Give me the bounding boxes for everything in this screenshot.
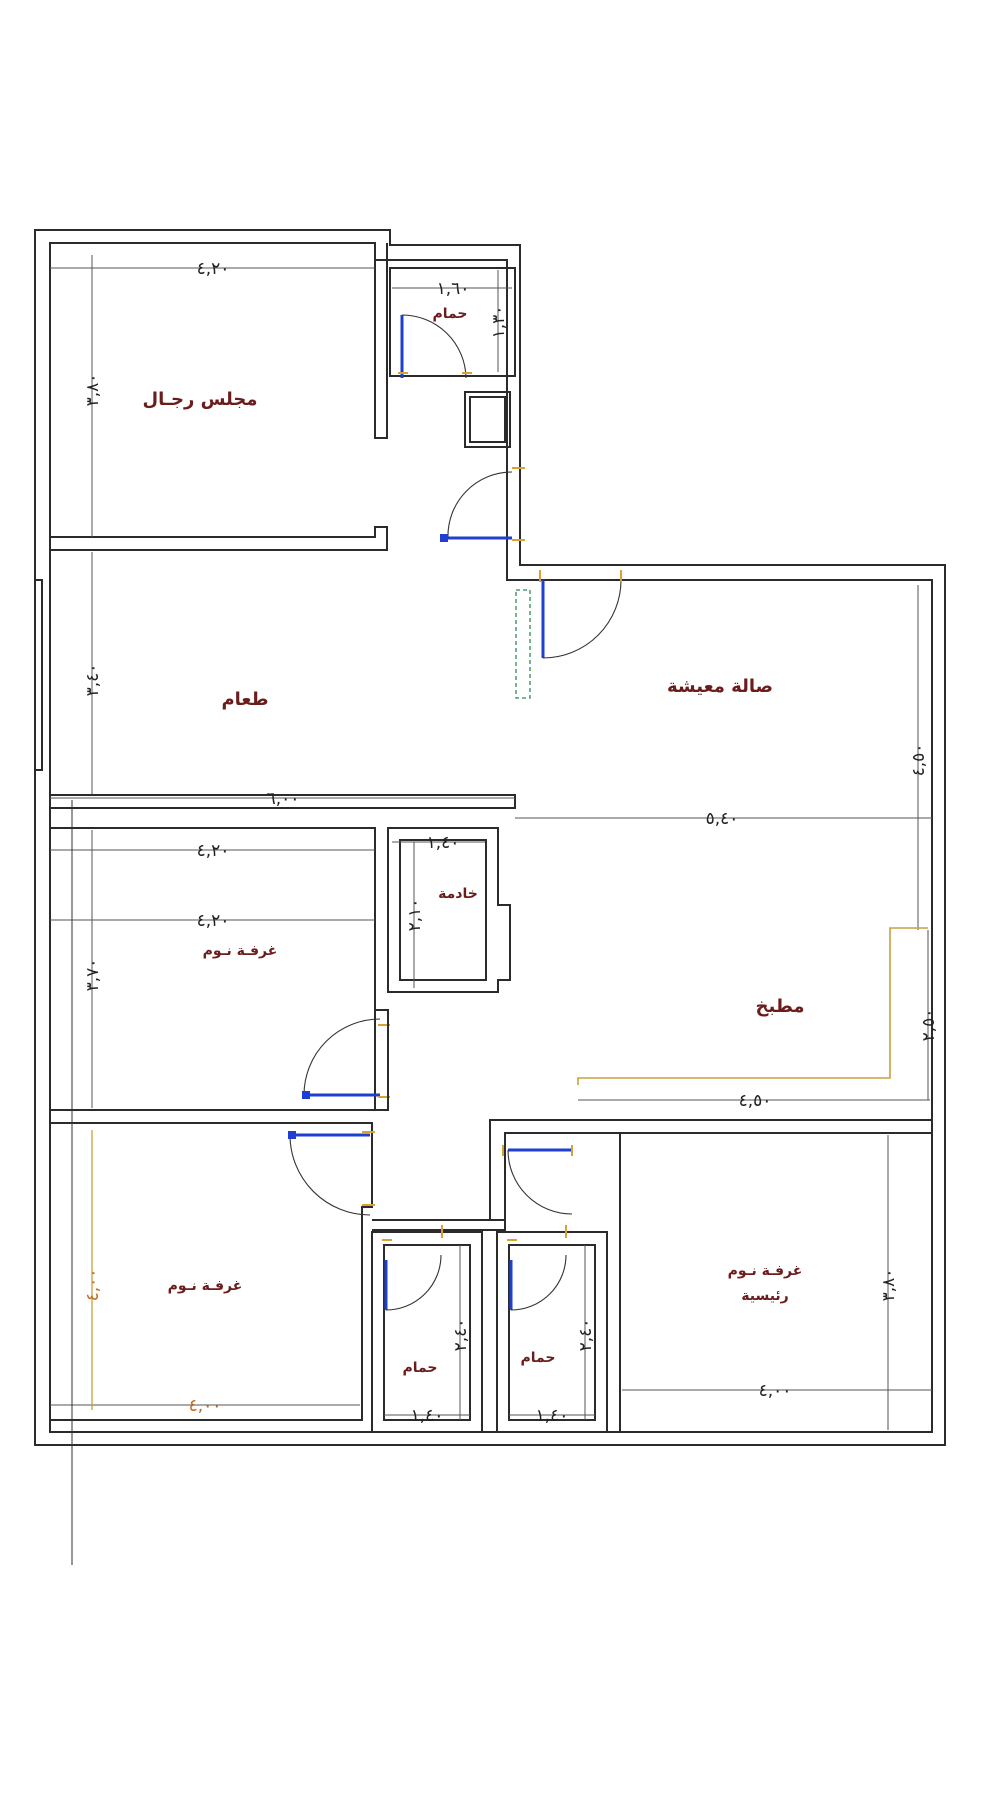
bedroom-2	[49, 800, 375, 1565]
bedroom-1	[49, 827, 390, 1111]
room-label-dining: طعام	[221, 689, 268, 710]
dim-kitchen-width: ٤,٥٠	[739, 1091, 772, 1111]
dim-bath-left-height: ٢,٤٠	[451, 1319, 471, 1352]
dim-living-width: ٥,٤٠	[706, 809, 739, 829]
dim-bath-left-width: ١,٤٠	[411, 1406, 444, 1426]
room-label-bath-right: حمام	[521, 1350, 556, 1366]
dim-master-width: ٤,٠٠	[759, 1381, 792, 1401]
dim-bath-right-width: ١,٤٠	[536, 1406, 569, 1426]
master-bedroom	[619, 1132, 933, 1433]
dim-dining-height: ٣,٤٠	[83, 664, 103, 697]
dim-majlis-height: ٣,٨٠	[83, 374, 103, 407]
dining-room	[35, 552, 516, 809]
room-label-living: صالة معيشة	[667, 676, 773, 697]
room-label-bedroom-2: غرفـة نـوم	[168, 1278, 243, 1294]
door-living	[515, 570, 622, 699]
room-label-bath-top: حمام	[433, 306, 468, 322]
maid-room	[387, 827, 511, 993]
room-label-master-line2: رئيسية	[741, 1288, 788, 1304]
room-label-kitchen: مطبخ	[756, 996, 805, 1017]
dim-majlis-width: ٤,٢٠	[197, 259, 230, 279]
dim-bed1-width-b: ٤,٢٠	[197, 911, 230, 931]
dim-master-height: ٣,٨٠	[879, 1269, 899, 1302]
outer-walls	[34, 229, 946, 1446]
dim-bed1-height: ٣,٧٠	[83, 959, 103, 992]
room-label-bath-left: حمام	[403, 1360, 438, 1376]
dim-bed1-width-a: ٤,٢٠	[197, 841, 230, 861]
kitchen	[489, 927, 933, 1221]
dim-kitchen-height: ٢,٥٠	[919, 1009, 939, 1042]
dim-bed2-width: ٤,٠٠	[189, 1396, 222, 1416]
dim-total-600: ٦,٠٠	[267, 789, 300, 809]
living-room	[515, 585, 932, 930]
corridor-walls	[372, 1009, 506, 1231]
bath-top	[389, 267, 516, 448]
dim-living-height: ٤,٥٠	[909, 744, 929, 777]
dim-bed2-height: ٤,٠٠	[83, 1269, 103, 1302]
room-label-master-line1: غرفـة نـوم	[728, 1263, 803, 1279]
dim-bath-right-height: ٢,٤٠	[576, 1319, 596, 1352]
bath-right	[496, 1145, 608, 1433]
dim-maid-height: ٢,١٠	[405, 899, 425, 932]
door-corridor-upper	[440, 467, 525, 542]
dim-bath-top-height: ١,٣٠	[489, 306, 509, 339]
bath-left	[371, 1225, 483, 1433]
room-label-majlis: مجلس رجـال	[142, 389, 257, 410]
dim-maid-width: ١,٤٠	[427, 833, 460, 853]
room-label-bedroom-1: غرفـة نـوم	[203, 943, 278, 959]
majlis-room	[50, 242, 388, 551]
dim-bath-top-width: ١,٦٠	[437, 279, 470, 299]
room-label-maid: خادمة	[438, 886, 478, 902]
